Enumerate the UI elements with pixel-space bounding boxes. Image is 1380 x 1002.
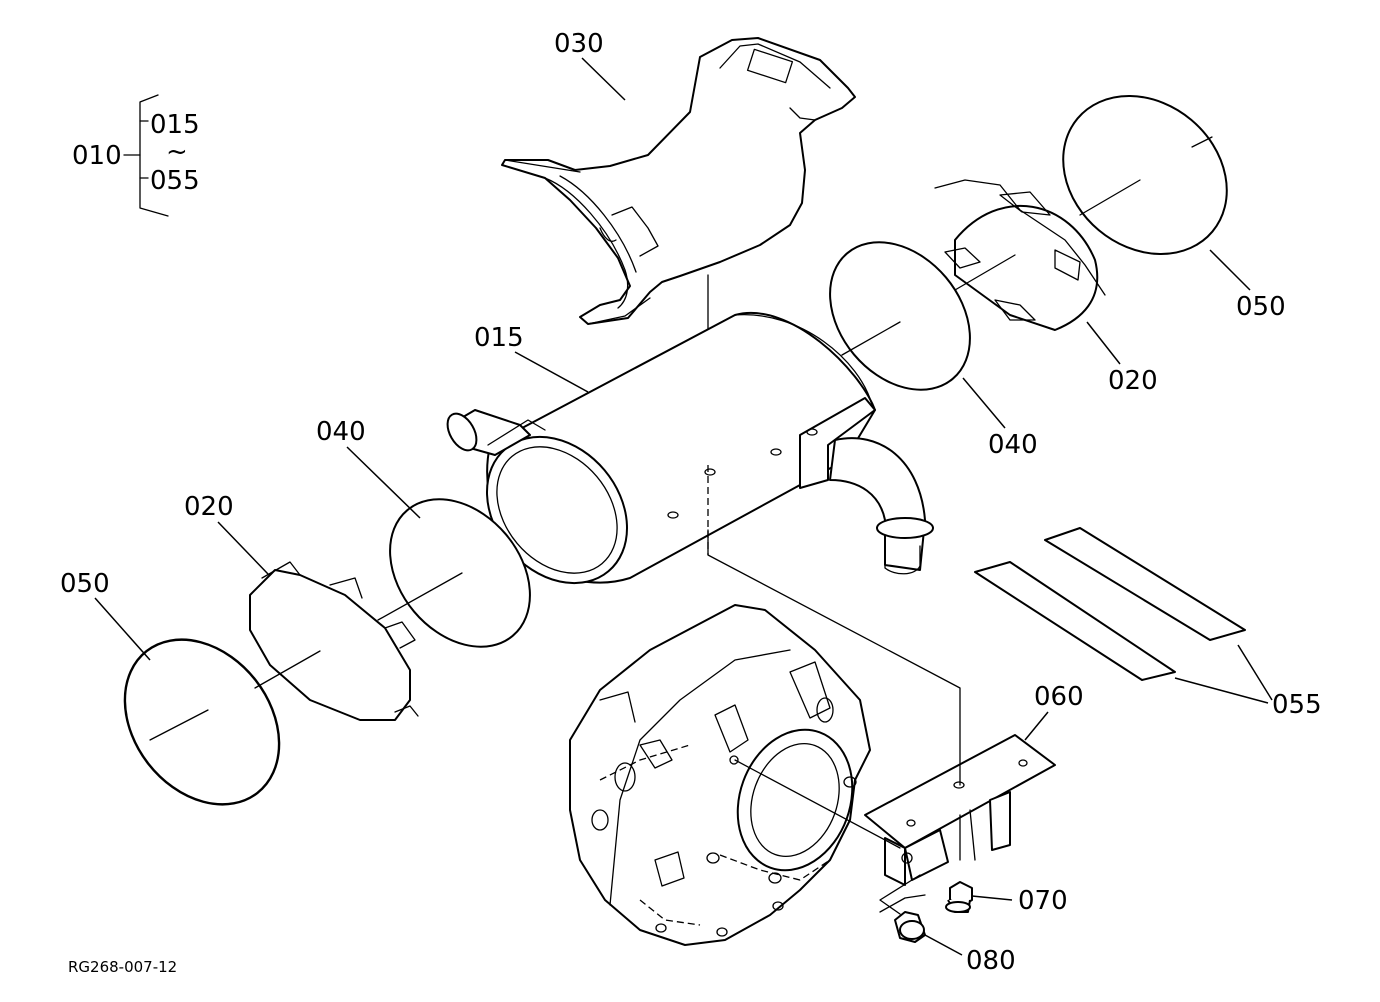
callout-range-start: 015	[150, 110, 200, 140]
callout-plug: 080	[966, 946, 1016, 976]
screen-right	[1062, 94, 1228, 256]
screen-left	[123, 638, 281, 806]
heat-shield-cover	[501, 37, 856, 325]
callout-bolt: 070	[1018, 886, 1068, 916]
callout-range-separator: ~	[166, 137, 188, 167]
gasket-left	[377, 498, 531, 648]
muffler-body	[446, 312, 934, 585]
callout-gasket-right: 040	[988, 430, 1038, 460]
callout-assembly: 010	[72, 141, 122, 171]
mounting-bracket	[864, 734, 1056, 886]
callout-muffler: 015	[474, 323, 524, 353]
callout-cap-right: 020	[1108, 366, 1158, 396]
callout-screen-right: 050	[1236, 292, 1286, 322]
callout-pads: 055	[1272, 690, 1322, 720]
leader-lines	[94, 57, 1273, 956]
drain-plug	[879, 894, 926, 943]
callout-bracket: 060	[1034, 682, 1084, 712]
flange-bolt	[945, 881, 973, 913]
callout-gasket-left: 040	[316, 417, 366, 447]
callout-labels: 010 015 ~ 055 030 015 040 020 050 050 02…	[60, 29, 1322, 976]
end-cap-left	[249, 561, 419, 721]
end-cap-right	[934, 179, 1106, 331]
gasket-right	[829, 241, 971, 391]
drawing-code: RG268-007-12	[68, 958, 177, 976]
flywheel-housing	[569, 604, 871, 946]
assembly-bracket	[123, 94, 169, 217]
callout-range-end: 055	[150, 166, 200, 196]
callout-screen-left: 050	[60, 569, 110, 599]
callout-cap-left: 020	[184, 492, 234, 522]
assembly-guide-lines	[707, 465, 961, 915]
callout-cover: 030	[554, 29, 604, 59]
insulation-pads	[974, 527, 1246, 681]
